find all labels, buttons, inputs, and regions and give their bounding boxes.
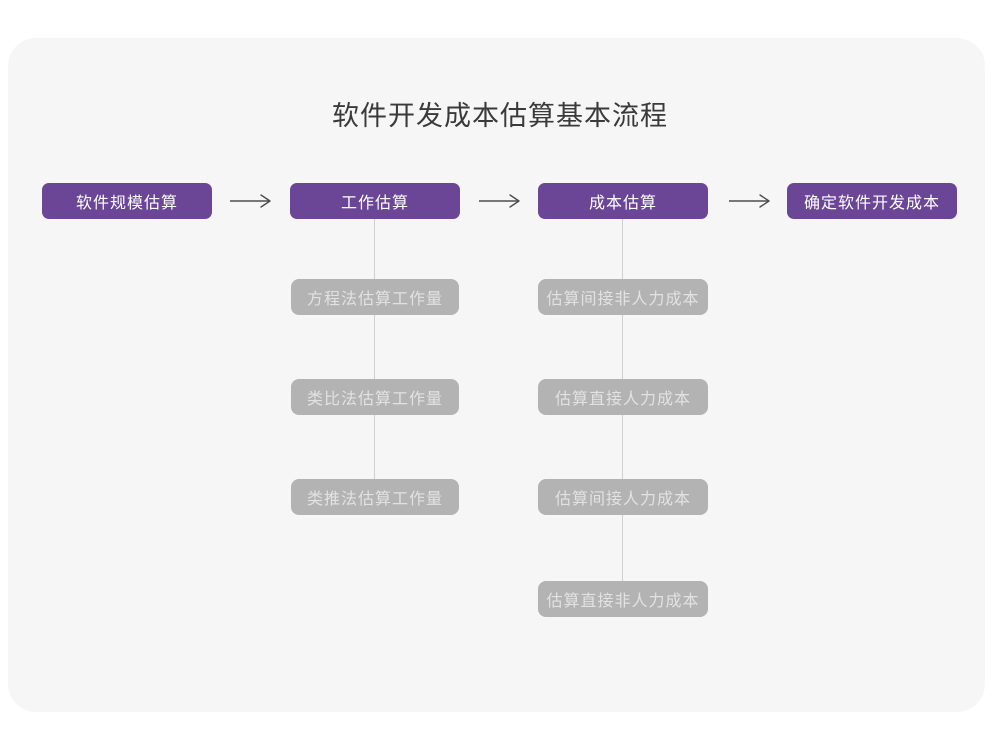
step-node-label: 估算间接人力成本	[554, 491, 691, 508]
step-node-indirect-non-labor-cost: 估算间接非人力成本	[538, 279, 708, 315]
step-node-direct-labor-cost: 估算直接人力成本	[538, 379, 708, 415]
connector-line-work-estimation	[374, 219, 375, 497]
arrow-right-icon	[230, 194, 271, 208]
step-node-label: 估算直接非人力成本	[546, 593, 700, 610]
flow-node-work-estimation: 工作估算	[290, 183, 460, 219]
flow-node-label: 确定软件开发成本	[803, 195, 940, 212]
flow-node-label: 软件规模估算	[75, 195, 178, 212]
flow-node-label: 工作估算	[340, 195, 409, 212]
arrow-right-icon	[729, 194, 770, 208]
flow-node-cost-estimation: 成本估算	[538, 183, 708, 219]
method-node-label: 类推法估算工作量	[306, 491, 443, 508]
flow-node-software-scale-estimation: 软件规模估算	[42, 183, 212, 219]
step-node-direct-non-labor-cost: 估算直接非人力成本	[538, 581, 708, 617]
arrow-right-icon	[479, 194, 520, 208]
method-node-equation: 方程法估算工作量	[291, 279, 459, 315]
step-node-indirect-labor-cost: 估算间接人力成本	[538, 479, 708, 515]
method-node-label: 类比法估算工作量	[306, 391, 443, 408]
method-node-label: 方程法估算工作量	[306, 291, 443, 308]
page-title: 软件开发成本估算基本流程	[332, 101, 668, 131]
step-node-label: 估算直接人力成本	[554, 391, 691, 408]
flow-node-label: 成本估算	[588, 195, 657, 212]
flow-node-determine-software-dev-cost: 确定软件开发成本	[787, 183, 957, 219]
step-node-label: 估算间接非人力成本	[546, 291, 700, 308]
diagram-card	[8, 38, 985, 712]
method-node-analogy: 类比法估算工作量	[291, 379, 459, 415]
method-node-extrapolation: 类推法估算工作量	[291, 479, 459, 515]
